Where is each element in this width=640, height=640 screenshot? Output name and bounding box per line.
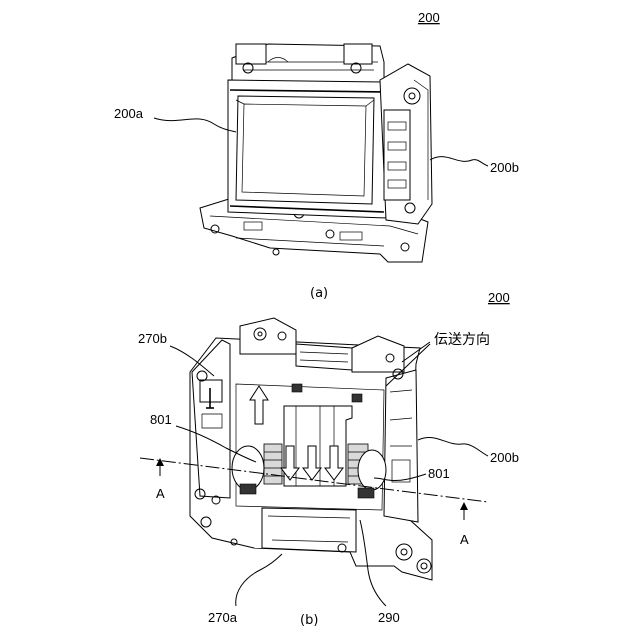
panel-a-ref-200: 200: [418, 10, 440, 25]
panel-b-caption: (b): [300, 613, 318, 628]
panel-b-ref-801-left: 801: [150, 412, 172, 427]
panel-b-ref-270a: 270a: [208, 610, 238, 625]
panel-b-ref-A-right: A: [460, 532, 469, 547]
panel-b-ref-270b: 270b: [138, 331, 167, 346]
panel-a: 200 200a 200b (a): [114, 10, 519, 301]
leader-200a: [154, 118, 236, 132]
panel-b-ref-801-right: 801: [428, 466, 450, 481]
panel-a-device-drawing: [200, 44, 432, 262]
panel-b-ref-290: 290: [378, 610, 400, 625]
arrow-head-icon: [460, 502, 468, 510]
panel-b-device-drawing: [190, 318, 432, 580]
leader-200b-b: [418, 438, 488, 456]
panel-b-ref-200: 200: [488, 290, 510, 305]
leader-270a: [236, 554, 282, 606]
leader-200b: [430, 157, 488, 166]
panel-a-ref-200b: 200b: [490, 160, 519, 175]
direction-label: 伝送方向: [434, 332, 490, 348]
arrow-head-icon: [156, 458, 164, 466]
panel-a-ref-200a: 200a: [114, 106, 144, 121]
panel-b-ref-A-left: A: [156, 486, 165, 501]
panel-b: 200 270b 伝送方向 801 801 200b A A 270a 290 …: [138, 290, 519, 628]
panel-b-ref-200b: 200b: [490, 450, 519, 465]
panel-a-caption: (a): [310, 286, 328, 301]
